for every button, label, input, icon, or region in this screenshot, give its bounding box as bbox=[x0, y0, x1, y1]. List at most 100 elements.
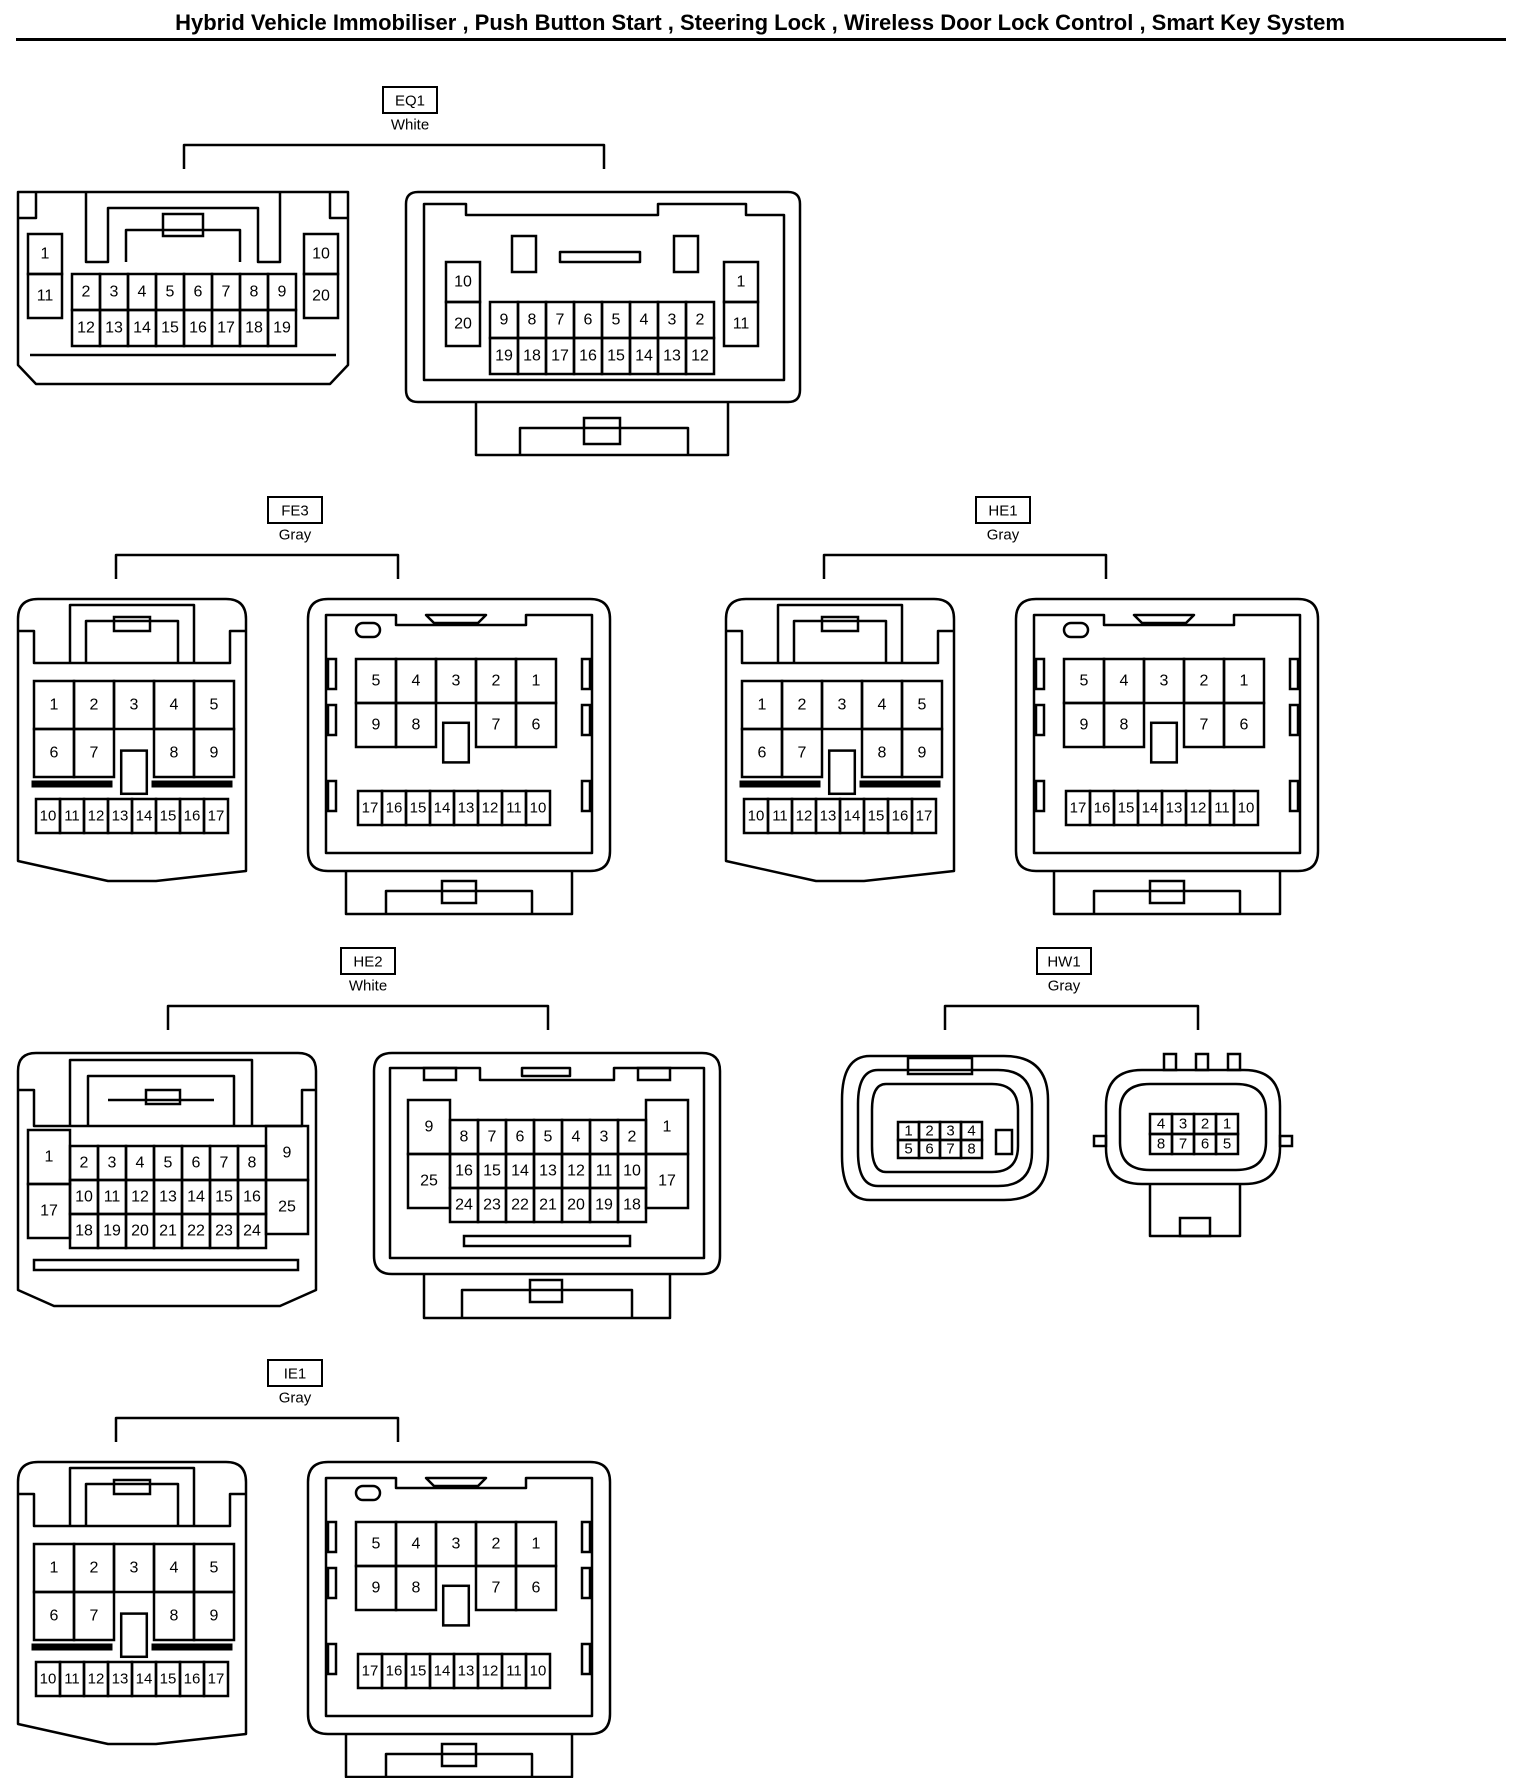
housing-notch bbox=[18, 192, 348, 220]
pin-number: 15 bbox=[160, 1671, 177, 1688]
pin-number: 4 bbox=[1157, 1116, 1165, 1133]
pin-number: 14 bbox=[133, 320, 151, 337]
housing-ring bbox=[1118, 1082, 1268, 1172]
pin-number: 16 bbox=[189, 320, 207, 337]
pin-number: 25 bbox=[278, 1199, 296, 1216]
lock-tab bbox=[1148, 879, 1186, 905]
pin-cell bbox=[72, 1590, 116, 1642]
latch-tab bbox=[906, 1056, 974, 1076]
pin-number: 15 bbox=[161, 320, 179, 337]
pin-number: 8 bbox=[412, 1580, 421, 1597]
pin-number: 7 bbox=[90, 745, 99, 762]
pin-number: 16 bbox=[386, 1663, 403, 1680]
pin-number: 2 bbox=[90, 697, 99, 714]
side-rib bbox=[1288, 703, 1300, 737]
title-rule bbox=[16, 38, 1506, 41]
pin-number: 12 bbox=[88, 808, 105, 825]
pin-cell bbox=[910, 797, 938, 835]
latch-tab bbox=[820, 615, 860, 633]
pin-cell bbox=[202, 1660, 230, 1698]
pin-cell bbox=[514, 1564, 558, 1612]
pin-cell bbox=[780, 727, 824, 779]
pin-cell bbox=[514, 701, 558, 749]
bracket-line bbox=[943, 1004, 1200, 1030]
pin-number: 6 bbox=[925, 1141, 933, 1158]
connector-housing bbox=[306, 597, 612, 873]
housing-inner bbox=[1032, 613, 1302, 855]
side-rib bbox=[580, 1642, 592, 1676]
pin-number: 13 bbox=[539, 1163, 557, 1180]
pin-number: 1 bbox=[50, 697, 59, 714]
pin-number: 3 bbox=[1160, 673, 1169, 690]
lower-lock-body bbox=[422, 1274, 672, 1320]
pin-number: 12 bbox=[691, 348, 709, 365]
connector-housing bbox=[372, 1051, 722, 1276]
pin-number: 17 bbox=[916, 808, 933, 825]
pin-number: 4 bbox=[170, 1560, 179, 1577]
keyway-slot bbox=[441, 721, 471, 764]
housing-ring-inner bbox=[870, 1082, 1020, 1174]
pin-number: 3 bbox=[452, 673, 461, 690]
pin-number: 8 bbox=[1157, 1136, 1165, 1153]
pin-number: 1 bbox=[663, 1119, 672, 1136]
side-rib bbox=[1288, 779, 1300, 813]
pin-number: 18 bbox=[75, 1223, 93, 1240]
pin-number: 16 bbox=[892, 808, 909, 825]
pin-number: 8 bbox=[528, 312, 537, 329]
side-rib bbox=[580, 1520, 592, 1554]
pin-number: 5 bbox=[372, 673, 381, 690]
pin-number: 5 bbox=[372, 1536, 381, 1553]
guide-slot bbox=[354, 1484, 382, 1502]
pin-number: 6 bbox=[516, 1129, 525, 1146]
pin-number: 7 bbox=[220, 1155, 229, 1172]
pin-number: 7 bbox=[222, 284, 231, 301]
side-rib bbox=[326, 703, 338, 737]
pin-cell bbox=[1214, 1132, 1240, 1156]
pin-number: 1 bbox=[904, 1123, 912, 1140]
connector-code: HE2 bbox=[353, 954, 382, 971]
pin-cell bbox=[264, 1178, 310, 1236]
pin-number: 14 bbox=[844, 808, 861, 825]
pin-number: 2 bbox=[798, 697, 807, 714]
pin-number: 19 bbox=[103, 1223, 121, 1240]
pin-number: 23 bbox=[483, 1197, 501, 1214]
guide-slot bbox=[672, 234, 700, 274]
pin-number: 15 bbox=[410, 1663, 427, 1680]
connector-housing bbox=[404, 190, 802, 404]
pin-number: 19 bbox=[273, 320, 291, 337]
keyway-slot bbox=[119, 1612, 149, 1659]
lower-lock-inner bbox=[1092, 889, 1242, 914]
pin-number: 7 bbox=[488, 1129, 497, 1146]
pin-cell bbox=[192, 1590, 236, 1642]
pin-number: 13 bbox=[105, 320, 123, 337]
pin-number: 16 bbox=[579, 348, 597, 365]
connector-color: Gray bbox=[279, 527, 312, 544]
pin-number: 11 bbox=[506, 1663, 522, 1680]
pin-number: 5 bbox=[918, 697, 927, 714]
pin-number: 6 bbox=[532, 1580, 541, 1597]
divider-bar bbox=[739, 780, 821, 788]
keyway-slot bbox=[441, 1584, 471, 1627]
pin-number: 1 bbox=[50, 1560, 59, 1577]
pin-number: 12 bbox=[796, 808, 813, 825]
bracket-line bbox=[114, 553, 400, 579]
pin-number: 9 bbox=[425, 1119, 434, 1136]
pin-number: 10 bbox=[748, 808, 765, 825]
pin-number: 17 bbox=[658, 1173, 676, 1190]
pin-cell bbox=[302, 272, 340, 320]
pin-cell bbox=[394, 1564, 438, 1612]
pin-number: 11 bbox=[733, 316, 750, 333]
pin-number: 2 bbox=[492, 1536, 501, 1553]
pin-number: 12 bbox=[1190, 800, 1207, 817]
pin-number: 11 bbox=[37, 288, 54, 305]
pin-number: 5 bbox=[1080, 673, 1089, 690]
pin-number: 18 bbox=[623, 1197, 641, 1214]
connector-code-box bbox=[340, 947, 396, 975]
pin-cell bbox=[1222, 701, 1266, 749]
connector-housing bbox=[840, 1054, 1050, 1202]
